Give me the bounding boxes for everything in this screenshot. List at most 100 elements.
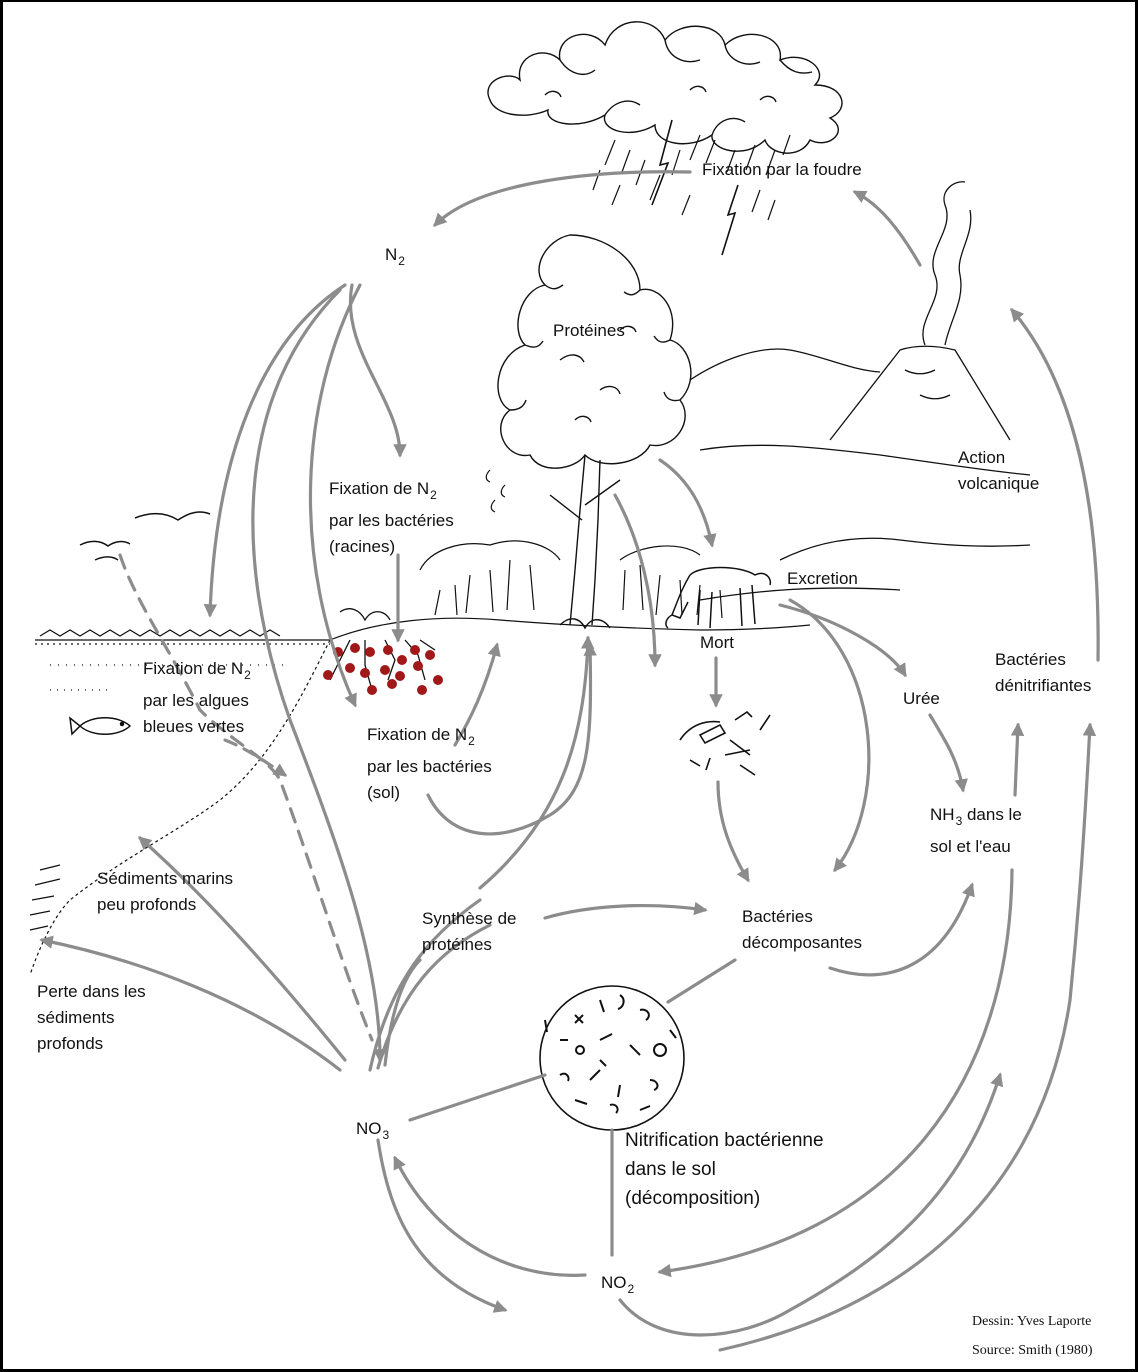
arrow-synthesis-to-tree (478, 635, 595, 890)
decomposer-bacteria-label: Bactéries décomposantes (742, 904, 862, 956)
protein-synthesis-label: Synthèse de protéines (422, 906, 517, 958)
arrow-urea-to-nh3 (928, 713, 968, 793)
arrow-no3-to-deep (39, 935, 342, 1072)
soil-line-2: par les bactéries (367, 757, 492, 776)
arrow-synthesis-up-left (480, 640, 580, 888)
roots-line-1-main: Fixation de N (329, 479, 430, 498)
no2-label: NO2 (601, 1270, 634, 1302)
n2-label: N2 (385, 242, 405, 274)
animal-illustration (665, 566, 772, 629)
nh3-main: NH (930, 805, 955, 824)
urea-label: Urée (903, 689, 940, 708)
no2-sub: 2 (627, 1282, 635, 1296)
proteins-label: Protéines (553, 321, 625, 340)
nh3-label: NH3 dans le sol et l'eau (930, 802, 1022, 860)
n2-sub: 2 (398, 254, 405, 268)
arrow-synthesis-from-no3-b (376, 923, 492, 1070)
bones-illustration (679, 710, 771, 776)
algae-line-1-sub: 2 (244, 668, 251, 682)
cycle-arrows (39, 170, 1100, 1352)
arrow-denitrifying-to-volcano (1010, 307, 1100, 662)
nh3-sub: 3 (955, 814, 963, 828)
arrow-no2-to-no3 (393, 1155, 587, 1277)
line-decomposers-to-circle (666, 958, 737, 1004)
shallow-line-2: peu profonds (97, 895, 197, 914)
arrow-n2-to-no3 (251, 288, 387, 1063)
nh3-rest: dans le (962, 805, 1022, 824)
decomp-line-1: Bactéries (742, 907, 813, 926)
algae-line-1: Fixation de N2 (143, 656, 251, 688)
algae-line-3: bleues vertes (143, 717, 245, 736)
roots-illustration (329, 608, 436, 691)
arrow-nh3-to-no2 (657, 868, 1014, 1278)
excretion-label: Excretion (787, 569, 858, 588)
arrow-synthesis-to-decomposers (543, 901, 708, 920)
bacteria-circle-illustration (539, 985, 685, 1131)
deep-sediment-loss-label: Perte dans les sédiments profonds (37, 979, 146, 1057)
nitrif-line-1: Nitrification bactérienne (625, 1130, 824, 1151)
soil-line-3: (sol) (367, 783, 401, 802)
sea-illustration (35, 629, 330, 691)
fish-illustration (69, 716, 132, 736)
soil-line-1: Fixation de N2 (367, 722, 492, 754)
n2-main: N (385, 245, 398, 264)
denitrif-line-1: Bactéries (995, 650, 1066, 669)
no3-sub: 3 (382, 1128, 390, 1142)
grass-illustration (329, 469, 811, 641)
nh3-line-1: NH3 dans le (930, 802, 1022, 834)
roots-line-3: (racines) (329, 537, 396, 556)
arrow-n2-to-roots (348, 283, 407, 458)
decomp-line-2: décomposantes (742, 933, 863, 952)
volcanic-action-label: Action volcanique (958, 445, 1039, 497)
arrow-synthesis-from-no3-a (368, 898, 482, 1072)
nitrif-line-2: dans le sol (625, 1159, 716, 1180)
denitrif-line-2: dénitrifiantes (995, 676, 1092, 695)
denitrifying-bacteria-label: Bactéries dénitrifiantes (995, 647, 1091, 699)
roots-line-2: par les bactéries (329, 511, 454, 530)
nh3-line-2: sol et l'eau (930, 837, 1011, 856)
birds-illustration (79, 511, 211, 561)
storm-cloud-illustration (487, 21, 843, 154)
synth-line-1: Synthèse de (422, 909, 517, 928)
soil-line-1-sub: 2 (468, 734, 475, 748)
volcano-illustration (829, 181, 1011, 441)
shallow-sediments-label: Sédiments marins peu profonds (97, 866, 233, 918)
nitrification-label: Nitrification bactérienne dans le sol (d… (625, 1126, 824, 1213)
mountains-illustration (689, 348, 1031, 601)
synth-line-2: protéines (422, 935, 492, 954)
deep-line-3: profonds (37, 1034, 104, 1053)
algae-fixation-label: Fixation de N2 par les algues bleues ver… (143, 656, 251, 740)
line-circle-to-no3 (408, 1073, 547, 1122)
source-credit: Source: Smith (1980) (972, 1343, 1093, 1358)
algae-line-2: par les algues (143, 691, 249, 710)
death-label: Mort (700, 633, 734, 652)
nitrif-line-3: (décomposition) (625, 1188, 761, 1209)
arrow-soil-to-grass (453, 642, 501, 747)
no3-label: NO3 (356, 1116, 389, 1148)
arrow-decomposers-to-nh3 (828, 882, 975, 977)
no3-main: NO (356, 1119, 382, 1138)
root-nodules-illustration (323, 643, 443, 695)
no2-main: NO (601, 1273, 627, 1292)
roots-line-1-sub: 2 (430, 488, 437, 502)
algae-line-1-main: Fixation de N (143, 659, 244, 678)
arrow-no2-to-denitrifying (618, 1072, 1004, 1337)
dashed-sea-to-no3 (118, 553, 374, 1042)
volcano-line-1: Action (958, 448, 1006, 467)
arrow-animal-to-urea (778, 603, 907, 678)
soil-line-1-main: Fixation de N (367, 725, 468, 744)
arrow-no3-to-no2-curve (376, 1138, 508, 1313)
lightning-fixation-label: Fixation par la foudre (702, 160, 862, 179)
arrow-big-right-to-denitrifying (718, 722, 1097, 1352)
arrow-n2-to-sea (203, 283, 347, 618)
arrow-excretion-to-decomposers (788, 598, 871, 873)
deep-line-2: sédiments (37, 1008, 115, 1027)
arrow-lightning-to-n2 (433, 170, 692, 227)
dashed-algae (223, 738, 288, 777)
arrow-tree-to-ground (613, 493, 662, 668)
arrow-tree-to-animal (658, 458, 717, 548)
root-bacteria-fixation-label: Fixation de N2 par les bactéries (racine… (329, 476, 454, 560)
tree-illustration (497, 234, 692, 630)
